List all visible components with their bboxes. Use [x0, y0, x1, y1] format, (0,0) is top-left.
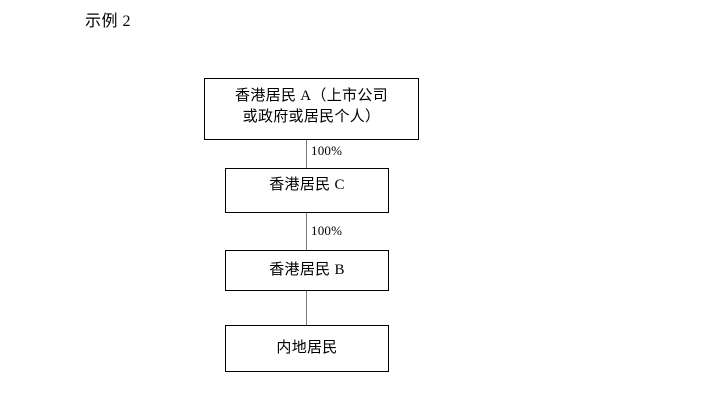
diagram-node-hk-resident-b: 香港居民 B [225, 250, 389, 291]
diagram-node-mainland-resident: 内地居民 [225, 325, 389, 372]
connector-b-to-mainland [306, 291, 307, 325]
edge-label-c-to-b: 100% [311, 223, 343, 238]
page-title: 示例 2 [85, 13, 132, 30]
edge-label-a-to-c: 100% [311, 143, 343, 158]
connector-c-to-b [306, 213, 307, 250]
diagram-node-hk-resident-c: 香港居民 C [225, 168, 389, 213]
diagram-node-hk-resident-a: 香港居民 A（上市公司 或政府或居民个人） [204, 78, 419, 140]
connector-a-to-c [306, 140, 307, 168]
